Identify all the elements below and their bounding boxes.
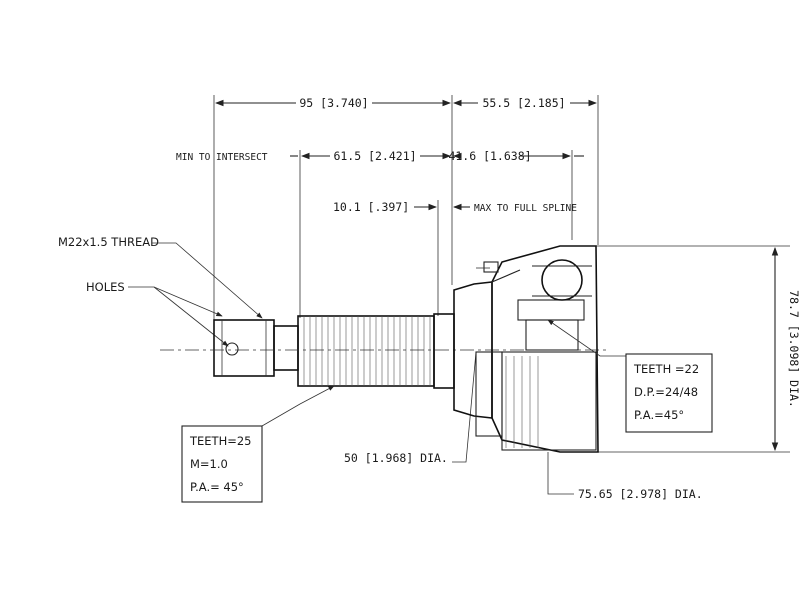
callout-thread: M22x1.5 THREAD [58,235,159,249]
joint-spec-teeth: TEETH =22 [633,362,699,376]
dim-seal-dia: 50 [1.968] DIA. [344,451,448,465]
joint-spline-lines [505,356,539,448]
dim-step-length: 10.1 [.397] [333,200,409,214]
shaft-spec-teeth: TEETH=25 [189,434,252,448]
label-min-to-intersect: MIN TO INTERSECT [176,152,268,163]
threaded-tip [213,319,275,377]
label-max-to-full-spline: MAX TO FULL SPLINE [474,203,577,214]
leader-shaft-spec [261,385,335,427]
dim-overall-right: 55.5 [2.185] [482,96,565,110]
joint-spec-pressure-angle: P.A.=45° [634,408,684,422]
dim-outer-dia: 78.7 [3.098] DIA. [787,290,800,408]
dimension-lines [214,99,779,452]
callout-holes: HOLES [86,280,125,294]
leader-joint-spec [547,319,626,357]
dim-shaft-length: 61.5 [2.421] [333,149,416,163]
shaft-spline-lines [303,316,431,386]
outer-joint-body [453,245,599,453]
shaft [160,313,610,389]
joint-ball [541,259,583,301]
dim-spline-length: 41.6 [1.638] [448,149,531,163]
spec-box-shaft: TEETH=25 M=1.0 P.A.= 45° [181,385,335,503]
splined-shaft [297,315,435,387]
leader-thread [152,242,263,319]
shaft-spec-pressure-angle: P.A.= 45° [190,480,244,494]
spec-box-joint: TEETH =22 D.P.=24/48 P.A.=45° [547,319,713,433]
tip-hole [225,342,239,356]
leader-body-dia [547,452,574,495]
joint-spec-diametral-pitch: D.P.=24/48 [634,385,698,399]
shaft-spec-module: M=1.0 [190,457,228,471]
dim-body-dia: 75.65 [2.978] DIA. [578,487,703,501]
dim-overall-left: 95 [3.740] [299,96,368,110]
leader-seal-dia [452,351,477,463]
extension-lines [213,95,790,453]
